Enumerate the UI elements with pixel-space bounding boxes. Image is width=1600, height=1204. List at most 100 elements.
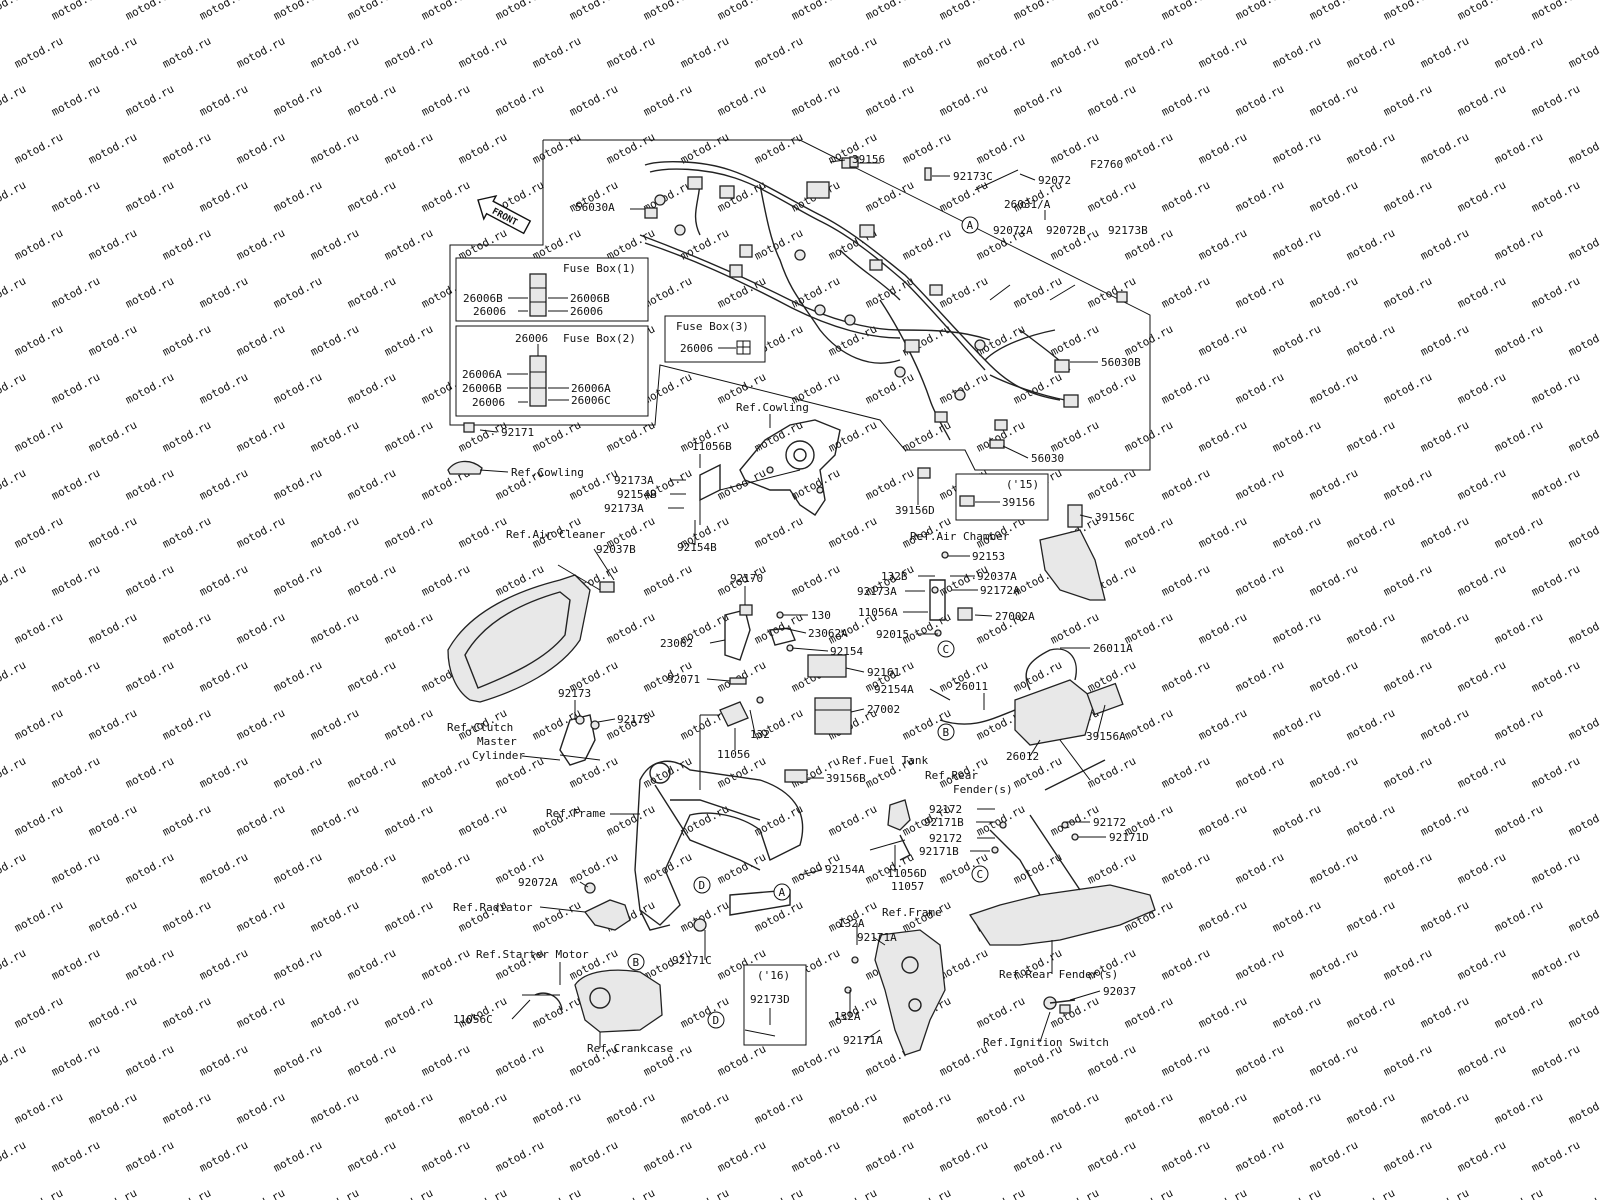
leader-line (593, 548, 615, 581)
part-label: 11056 (717, 748, 750, 761)
leader-line (479, 469, 509, 473)
part-label: 92154 (830, 645, 863, 658)
part-label: 92037A (977, 570, 1017, 583)
part-label: 92171A (843, 1034, 883, 1047)
part-label: 92072B (1046, 224, 1086, 237)
part-label: 39156B (826, 772, 866, 785)
circle-marker (693, 876, 711, 894)
part-label: 92037 (1103, 985, 1136, 998)
part-label: 11056A (858, 606, 898, 619)
part-label: 92154B (677, 541, 717, 554)
leader-line (1079, 514, 1093, 519)
air-cleaner-housing (447, 564, 615, 703)
fuse-box-3-title: Fuse Box(3) (676, 320, 749, 333)
fuse-box-2-left-3: 26006 (472, 396, 505, 409)
rear-fender (968, 814, 1156, 946)
part-label: 26031/A (1004, 198, 1051, 211)
part-label: 11056B (692, 440, 732, 453)
leader-line (850, 708, 865, 713)
cowling-clip (447, 460, 483, 475)
ignition-switch (1043, 996, 1076, 1014)
circle-marker (937, 723, 955, 741)
part-label: 92037B (596, 543, 636, 556)
part-label: 56030B (1101, 356, 1141, 369)
fuse-box-1-right-2: 26006 (570, 305, 603, 318)
part-label: Ref.Starter Motor (476, 948, 589, 961)
leader-line (521, 755, 561, 761)
part-label: 39156C (1095, 511, 1135, 524)
part-label: Ref.Fuel Tank (842, 754, 928, 767)
ecu-and-relays (699, 604, 852, 790)
circle-marker-label: D (713, 1014, 720, 1027)
fuse-box-1-right-1: 26006B (570, 292, 610, 305)
fuse-box-2-left-2: 26006B (462, 382, 502, 395)
circle-marker-label: B (633, 956, 640, 969)
fuse-box-2-title: Fuse Box(2) (563, 332, 636, 345)
part-label: 132A (838, 917, 865, 930)
year-box-15-title: ('15) (1006, 478, 1039, 491)
fuse-box-2: 26006 Fuse Box(2) 26006A 26006B 26006 26… (455, 325, 649, 417)
part-label: 92171D (1109, 831, 1149, 844)
part-label: 92154A (825, 863, 865, 876)
part-label: 92072A (518, 876, 558, 889)
diagram-code: F2760 (1090, 158, 1123, 171)
leader-line (829, 159, 846, 163)
bolt-92072a (584, 882, 596, 894)
part-label: 92172 (929, 803, 962, 816)
harness-callout-frame (449, 139, 1151, 471)
leader-line (749, 709, 756, 735)
part-label: 23062A (808, 627, 848, 640)
main-wire-harness (639, 157, 1079, 479)
leader-line (864, 1029, 881, 1041)
part-label: 92154A (874, 683, 914, 696)
part-label: 27002 (867, 703, 900, 716)
leader-line (782, 627, 807, 634)
part-label: 26011A (1093, 642, 1133, 655)
part-label: 92173C (953, 170, 993, 183)
crankcase-starter (522, 918, 707, 1033)
radiator-bracket (583, 899, 631, 931)
clip-92171 (463, 422, 475, 433)
part-label: 132A (834, 1010, 861, 1023)
part-label: 11056C (453, 1013, 493, 1026)
leader-line (706, 678, 731, 682)
clutch-master-cylinder-bracket (559, 714, 601, 766)
part-label: 92171A (857, 931, 897, 944)
part-label: 92173 (617, 713, 650, 726)
part-label: 132B (881, 570, 908, 583)
fuse-box-2-right-2: 26006C (571, 394, 611, 407)
part-label: 11056D (887, 867, 927, 880)
part-label: 92172 (929, 832, 962, 845)
leader-line (1039, 1011, 1051, 1043)
fuse-box-1: Fuse Box(1) 26006B 26006 26006B 26006 (455, 257, 649, 322)
front-arrow-icon: FRONT (477, 194, 532, 235)
part-label: Ref.Air Cleaner (506, 528, 606, 541)
circle-marker (971, 865, 989, 883)
part-label: 92172A (980, 584, 1020, 597)
part-label: 92171B (924, 816, 964, 829)
part-label: 92153 (972, 550, 1005, 563)
leader-line (845, 667, 865, 673)
part-label: Ref.Ignition Switch (983, 1036, 1109, 1049)
misc-clamps (849, 156, 1128, 303)
part-label: 56030 (1031, 452, 1064, 465)
circle-marker-label: C (943, 643, 950, 656)
leader-line (872, 936, 886, 946)
circle-marker-label: D (699, 879, 706, 892)
part-label: 26012 (1006, 750, 1039, 763)
circle-marker-label: A (967, 219, 974, 232)
circle-marker (627, 953, 645, 971)
part-label: Ref.Frame (882, 906, 942, 919)
part-label: 92015 (876, 628, 909, 641)
cowling-bracket (699, 419, 841, 525)
part-label: 92171B (919, 845, 959, 858)
fuse-box-2-left-1: 26006A (462, 368, 502, 381)
main-frame (634, 760, 808, 931)
leader-line (791, 647, 829, 652)
fuse-box-2-right-1: 26006A (571, 382, 611, 395)
part-label: 92170 (730, 572, 763, 585)
part-label: 132 (750, 728, 770, 741)
